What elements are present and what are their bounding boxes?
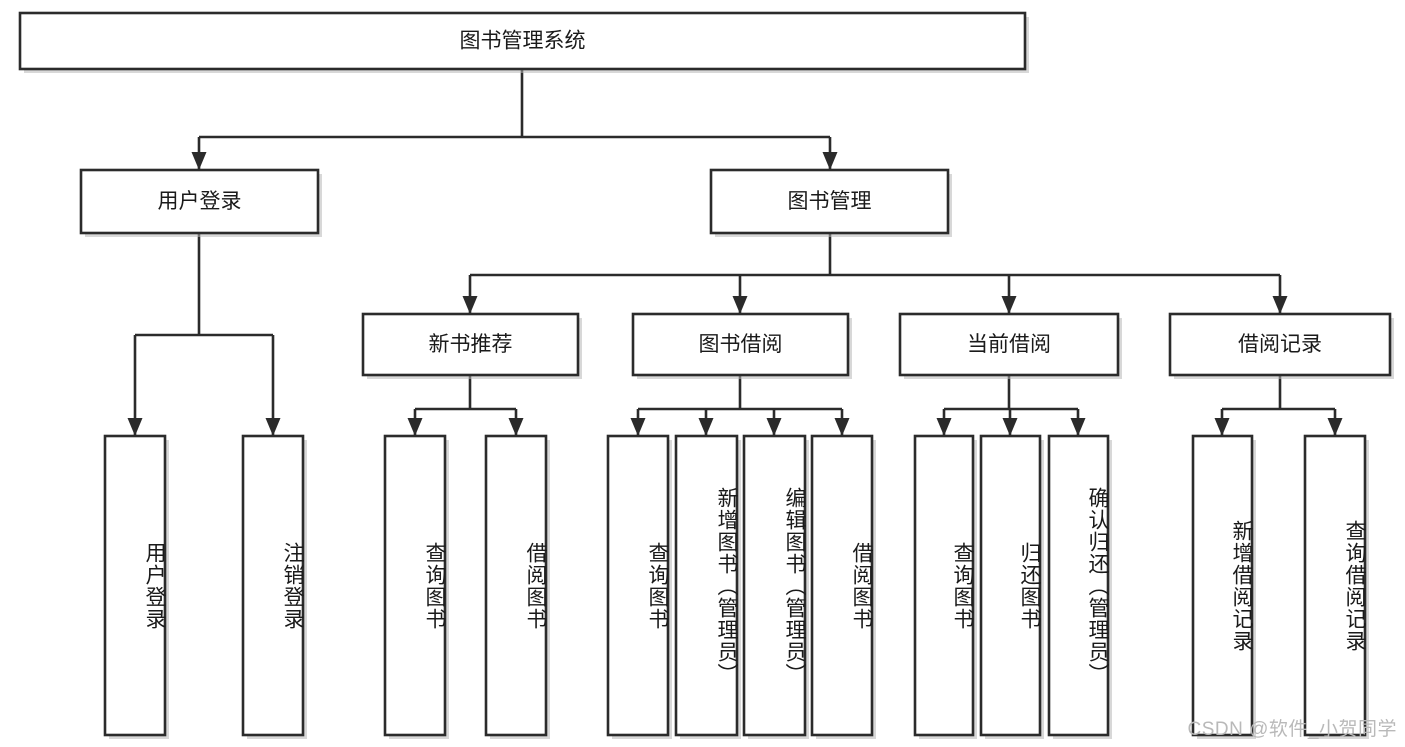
node-box-bb-edit[interactable] — [742, 434, 807, 737]
watermark-text: CSDN @软件_小贺同学 — [1187, 719, 1397, 740]
node-label-current-borrow: 当前借阅 — [967, 333, 1051, 356]
connectors-layer — [127, 69, 1343, 436]
node-box-br-query[interactable] — [1303, 434, 1367, 737]
arrow-head-icon — [265, 418, 281, 436]
arrow-head-icon — [191, 152, 207, 170]
arrow-head-icon — [407, 418, 423, 436]
node-label-user-login: 用户登录 — [158, 190, 242, 213]
node-box-book-borrow[interactable] — [631, 312, 850, 377]
node-box-bb-add[interactable] — [674, 434, 739, 737]
node-label-new-book-rec: 新书推荐 — [429, 333, 513, 356]
node-label-borrow-record: 借阅记录 — [1238, 333, 1322, 356]
arrow-head-icon — [1272, 296, 1288, 314]
arrow-head-icon — [630, 418, 646, 436]
node-box-bb-query[interactable] — [606, 434, 670, 737]
node-label-root: 图书管理系统 — [460, 30, 586, 53]
arrow-head-icon — [508, 418, 524, 436]
node-box-leaf-logout[interactable] — [241, 434, 305, 737]
node-box-nbr-borrow[interactable] — [484, 434, 548, 737]
node-box-root[interactable] — [18, 11, 1027, 71]
node-box-cb-query[interactable] — [913, 434, 975, 737]
node-box-leaf-user-login[interactable] — [103, 434, 167, 737]
arrow-head-icon — [127, 418, 143, 436]
arrow-head-icon — [1001, 296, 1017, 314]
node-box-bb-borrow[interactable] — [810, 434, 874, 737]
node-label-book-borrow: 图书借阅 — [699, 333, 783, 356]
arrow-head-icon — [462, 296, 478, 314]
node-box-borrow-record[interactable] — [1168, 312, 1392, 377]
boxes-layer — [18, 11, 1394, 739]
node-box-user-login[interactable] — [79, 168, 320, 235]
node-box-book-manage[interactable] — [709, 168, 950, 235]
arrow-head-icon — [834, 418, 850, 436]
node-box-current-borrow[interactable] — [898, 312, 1120, 377]
arrow-head-icon — [1002, 418, 1018, 436]
arrow-head-icon — [766, 418, 782, 436]
arrow-head-icon — [936, 418, 952, 436]
arrow-head-icon — [732, 296, 748, 314]
arrow-head-icon — [822, 152, 838, 170]
arrow-head-icon — [1214, 418, 1230, 436]
node-box-cb-return[interactable] — [979, 434, 1042, 737]
node-label-book-manage: 图书管理 — [788, 190, 872, 213]
arrow-head-icon — [1070, 418, 1086, 436]
arrow-head-icon — [698, 418, 714, 436]
node-box-cb-confirm[interactable] — [1047, 434, 1110, 737]
arrow-head-icon — [1327, 418, 1343, 436]
node-box-br-add[interactable] — [1191, 434, 1254, 737]
node-box-nbr-query[interactable] — [383, 434, 447, 737]
node-box-new-book-rec[interactable] — [361, 312, 580, 377]
